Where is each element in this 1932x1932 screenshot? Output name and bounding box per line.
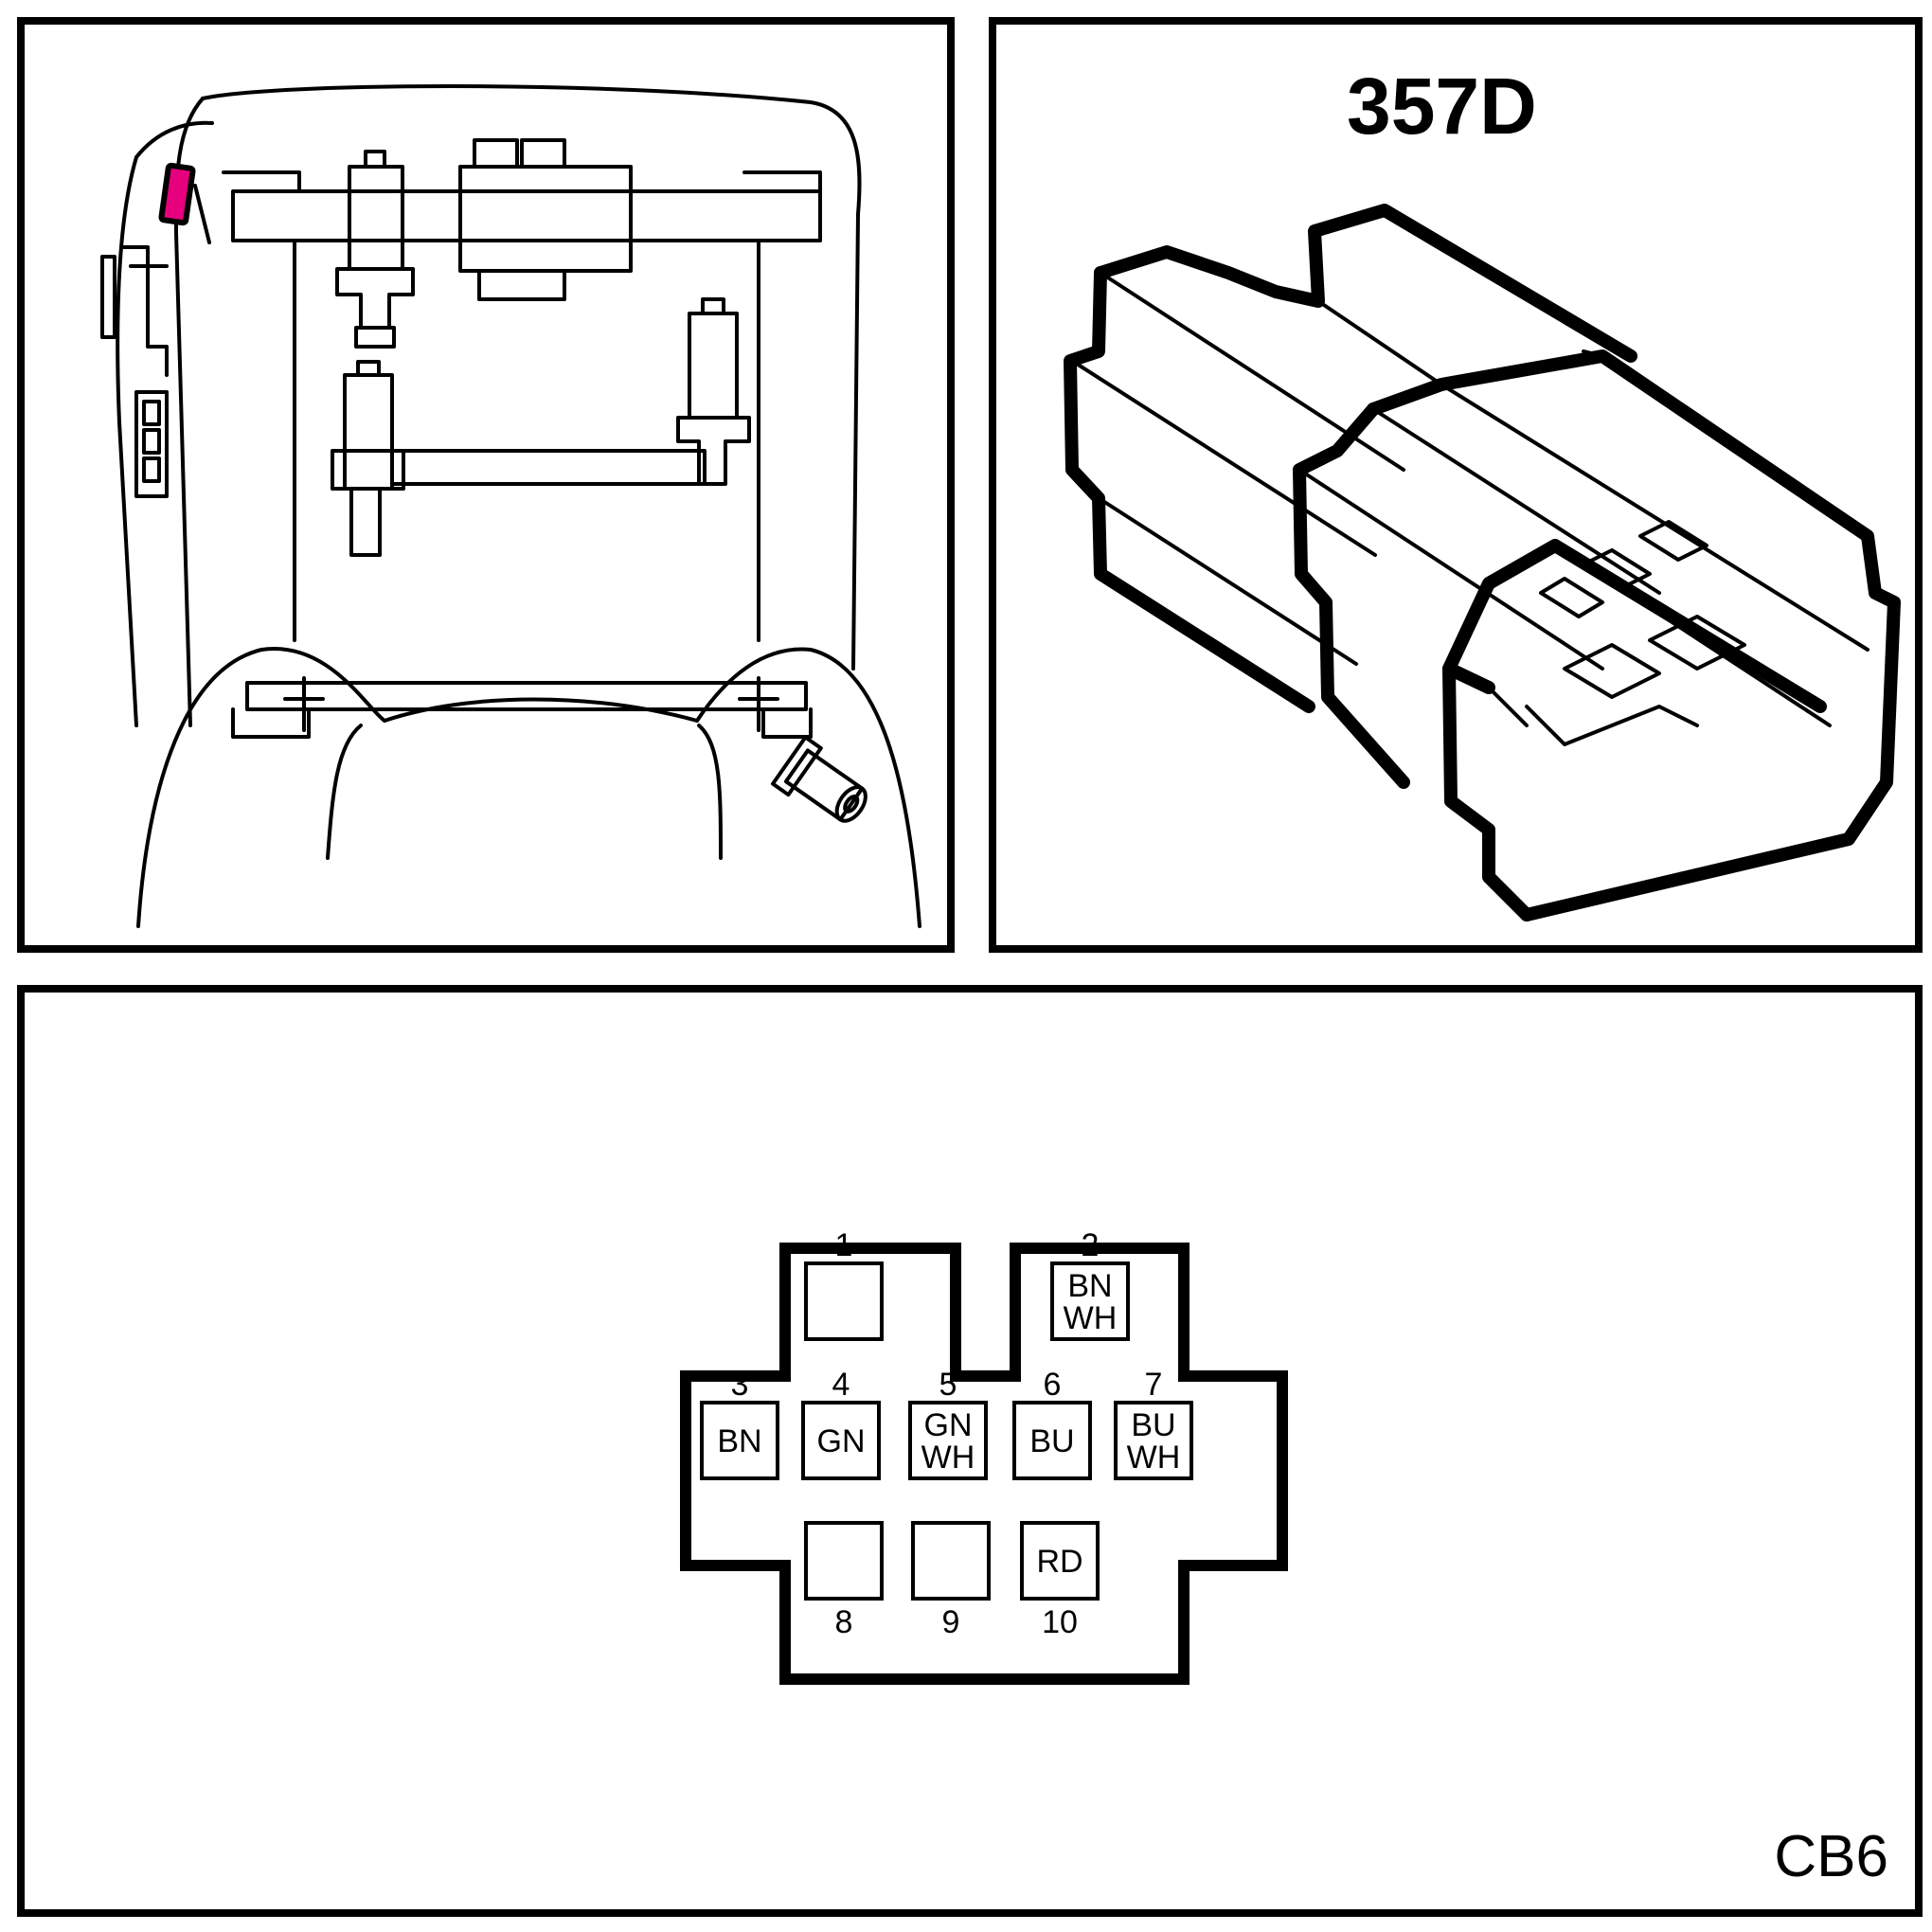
diagram-id: CB6 <box>1774 1824 1888 1889</box>
pin-number: 8 <box>835 1604 853 1640</box>
pin-number: 5 <box>939 1367 957 1403</box>
pin-cavity <box>700 1401 779 1480</box>
pin-number: 7 <box>1145 1367 1163 1403</box>
wire-color-label: WH <box>1064 1300 1118 1336</box>
wire-color-label: BU <box>1131 1407 1175 1443</box>
connector-code: 357D <box>1347 62 1537 151</box>
wire-color-label: BU <box>1029 1423 1074 1459</box>
pin-cavity <box>1020 1521 1100 1601</box>
pin-cavity <box>908 1401 988 1480</box>
pin-number: 4 <box>832 1367 850 1403</box>
pin-9: 9 <box>911 1521 991 1640</box>
pin-cavity <box>1114 1401 1193 1480</box>
pin-number: 10 <box>1042 1604 1078 1640</box>
pin-10: 10 RD <box>1020 1521 1100 1640</box>
pin-cavity <box>804 1261 884 1341</box>
pin-3: 3BN <box>700 1367 779 1480</box>
pin-cavity <box>911 1521 991 1601</box>
wire-color-label: RD <box>1036 1544 1082 1580</box>
pin-4: 4GN <box>801 1367 881 1480</box>
location-panel <box>17 17 955 953</box>
wire-color-label: BN <box>1067 1268 1112 1304</box>
connector-view-panel: 357D <box>989 17 1923 953</box>
pin-number: 2 <box>1082 1227 1100 1263</box>
wire-color-label: BN <box>717 1423 761 1459</box>
pin-6: 6BU <box>1012 1367 1092 1480</box>
pin-number: 9 <box>942 1604 960 1640</box>
wire-color-label: GN <box>924 1407 973 1443</box>
wire-color-label: GN <box>817 1423 866 1459</box>
wire-color-label: WH <box>921 1440 975 1476</box>
seat-frame-illustration <box>100 84 921 928</box>
pin-1: 1 <box>804 1227 884 1341</box>
pin-number: 6 <box>1044 1367 1062 1403</box>
pin-8: 8 <box>804 1521 884 1640</box>
wire-color-label: WH <box>1127 1440 1181 1476</box>
pin-number: 3 <box>731 1367 749 1403</box>
pin-number: 1 <box>835 1227 853 1263</box>
pin-cavity <box>804 1521 884 1601</box>
pin-cavity <box>801 1401 881 1480</box>
pin-cavity <box>1012 1401 1092 1480</box>
pin-cavity <box>1050 1261 1130 1341</box>
connector-3d-illustration <box>1064 204 1901 921</box>
